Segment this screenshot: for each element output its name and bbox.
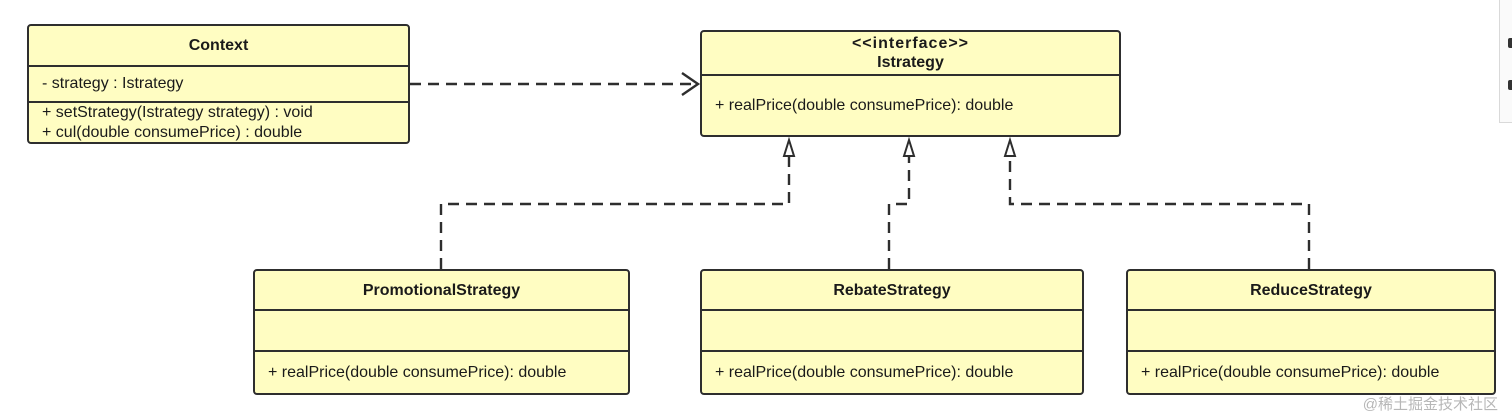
attributes-section xyxy=(1128,311,1494,352)
method: + realPrice(double consumePrice): double xyxy=(715,363,1014,381)
reduce-strategy-class[interactable]: ReduceStrategy + realPrice(double consum… xyxy=(1126,269,1496,395)
realization-line-promotional xyxy=(439,156,791,269)
realization-line-rebate xyxy=(887,156,911,269)
dependency-arrowhead xyxy=(681,72,701,96)
class-name: Context xyxy=(188,37,249,54)
class-name: RebateStrategy xyxy=(833,281,951,299)
class-name-section: PromotionalStrategy xyxy=(255,271,628,311)
promotional-strategy-class[interactable]: PromotionalStrategy + realPrice(double c… xyxy=(253,269,630,395)
method: + realPrice(double consumePrice): double xyxy=(1141,363,1440,381)
interface-name-section: <<interface>> Istrategy xyxy=(702,32,1119,76)
realization-line-reduce xyxy=(1008,156,1311,269)
stereotype-label: <<interface>> xyxy=(851,35,970,52)
class-name-section: Context xyxy=(29,26,408,67)
method: + realPrice(double consumePrice): double xyxy=(715,96,1014,114)
attributes-section xyxy=(702,311,1082,352)
methods-section: + realPrice(double consumePrice): double xyxy=(1128,352,1494,393)
methods-section: + realPrice(double consumePrice): double xyxy=(255,352,628,393)
realization-arrowhead-middle xyxy=(902,136,916,157)
class-name-section: RebateStrategy xyxy=(702,271,1082,311)
class-name-section: ReduceStrategy xyxy=(1128,271,1494,311)
scrollbar-marker xyxy=(1508,38,1512,48)
scrollbar-edge[interactable] xyxy=(1499,0,1512,123)
methods-section: + realPrice(double consumePrice): double xyxy=(702,352,1082,393)
realization-arrowhead-left xyxy=(782,136,796,157)
methods-section: + setStrategy(Istrategy strategy) : void… xyxy=(29,103,408,142)
method: + cul(double consumePrice) : double xyxy=(42,123,303,141)
attribute: - strategy : Istrategy xyxy=(42,75,184,92)
method: + setStrategy(Istrategy strategy) : void xyxy=(42,103,313,121)
realization-arrowhead-right xyxy=(1003,136,1017,157)
context-class[interactable]: Context - strategy : Istrategy + setStra… xyxy=(27,24,410,144)
method: + realPrice(double consumePrice): double xyxy=(268,363,567,381)
attributes-section xyxy=(255,311,628,352)
scrollbar-marker xyxy=(1508,80,1512,90)
class-name: PromotionalStrategy xyxy=(362,281,521,299)
istrategy-interface[interactable]: <<interface>> Istrategy + realPrice(doub… xyxy=(700,30,1121,137)
methods-section: + realPrice(double consumePrice): double xyxy=(702,76,1119,135)
interface-name: Istrategy xyxy=(877,54,944,71)
watermark: @稀土掘金技术社区 xyxy=(1362,396,1498,413)
rebate-strategy-class[interactable]: RebateStrategy + realPrice(double consum… xyxy=(700,269,1084,395)
attributes-section: - strategy : Istrategy xyxy=(29,67,408,103)
class-name: ReduceStrategy xyxy=(1250,281,1372,299)
